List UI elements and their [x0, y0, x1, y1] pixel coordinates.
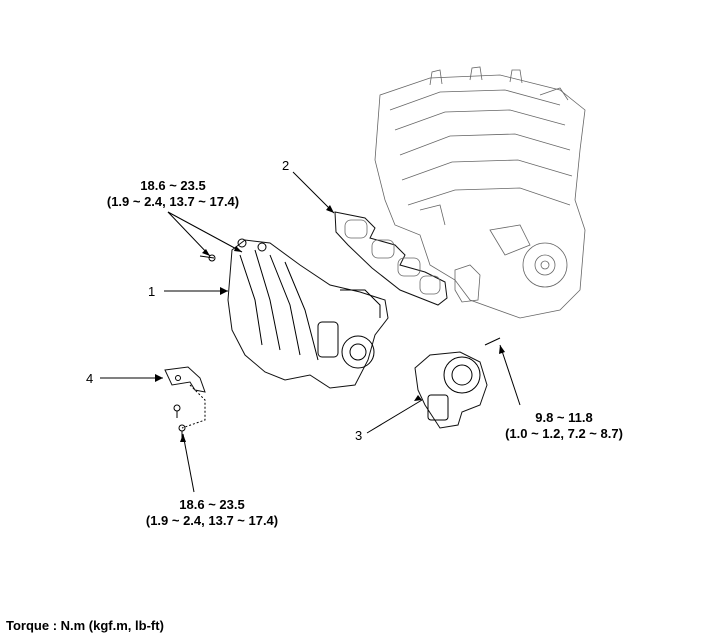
engine-block [374, 66, 586, 319]
intake-manifold-gasket [334, 211, 448, 306]
intake-manifold [227, 238, 389, 389]
torque-spec-bracket-lower: 18.6 ~ 23.5 (1.9 ~ 2.4, 13.7 ~ 17.4) [132, 497, 292, 529]
torque-value-converted: (1.9 ~ 2.4, 13.7 ~ 17.4) [145, 513, 279, 528]
callout-4: 4 [86, 371, 94, 386]
torque-unit-footnote: Torque : N.m (kgf.m, lb-ft) [6, 618, 164, 633]
torque-spec-throttle-body: 9.8 ~ 11.8 (1.0 ~ 1.2, 7.2 ~ 8.7) [484, 410, 644, 442]
torque-value-converted: (1.9 ~ 2.4, 13.7 ~ 17.4) [106, 194, 240, 209]
callout-3: 3 [355, 428, 363, 443]
callout-2: 2 [282, 158, 290, 173]
torque-value-nm: 18.6 ~ 23.5 [140, 178, 206, 193]
leader-lines [100, 171, 521, 493]
torque-value-converted: (1.0 ~ 1.2, 7.2 ~ 8.7) [505, 426, 623, 441]
callout-1: 1 [148, 284, 156, 299]
torque-value-nm: 9.8 ~ 11.8 [535, 410, 593, 425]
torque-value-nm: 18.6 ~ 23.5 [179, 497, 245, 512]
manifold-bracket [164, 366, 206, 438]
arrowheads [155, 205, 505, 442]
torque-spec-manifold-upper: 18.6 ~ 23.5 (1.9 ~ 2.4, 13.7 ~ 17.4) [98, 178, 248, 210]
manifold-bolt [199, 254, 216, 262]
throttle-body [414, 337, 501, 429]
